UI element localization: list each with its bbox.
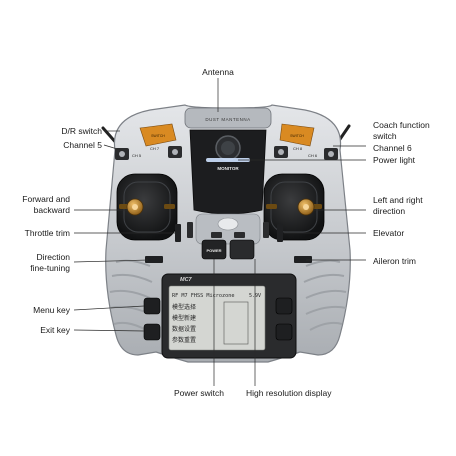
label-aileron-trim: Aileron trim (373, 256, 416, 266)
lcd-line2: 模型选择 (172, 303, 196, 311)
power-button-text: POWER (206, 248, 221, 253)
center-trim-cluster (187, 213, 269, 245)
label-direction-fine-tuning-1: Direction (36, 252, 70, 262)
label-elevator: Elevator (373, 228, 405, 238)
left-plate-text: SWITCH (151, 134, 165, 138)
ch5-switch[interactable] (115, 148, 129, 160)
menu-key (143, 297, 161, 315)
left-switch-plate (139, 123, 177, 147)
ch5-tag: CH 5 (132, 153, 142, 158)
antenna-plate (184, 107, 272, 129)
label-throttle-trim: Throttle trim (24, 228, 70, 238)
power-button[interactable]: POWER (201, 239, 227, 260)
right-stick[interactable] (297, 198, 315, 216)
elevator-trim-switch (277, 224, 283, 242)
label-antenna: Antenna (202, 67, 234, 77)
ch8-tag: CH 8 (293, 146, 303, 151)
antenna-plate-text: DUST MANTENNA (205, 117, 250, 122)
throttle-trim-switch (175, 224, 181, 242)
ch7-tag: CH 7 (150, 146, 160, 151)
label-exit-key: Exit key (40, 325, 70, 335)
label-left-right-direction-1: Left and right (373, 195, 423, 205)
right-grip-ridges (303, 259, 347, 331)
lcd-line5: 参数重置 (172, 336, 196, 344)
label-channel6: Channel 6 (373, 143, 412, 153)
label-menu-key: Menu key (33, 305, 70, 315)
lcd-line4: 数据设置 (172, 325, 196, 333)
power-light (221, 141, 235, 155)
label-power-switch: Power switch (173, 388, 225, 398)
lcd-line1: RF M7 FHSS Microzone (172, 293, 234, 299)
ch8-switch[interactable] (274, 146, 288, 158)
right-lower-key (275, 323, 293, 341)
label-direction-fine-tuning-2: fine-tuning (30, 263, 70, 273)
ch6-switch[interactable] (324, 148, 338, 160)
label-left-right-direction-2: direction (373, 206, 406, 216)
right-upper-key (275, 297, 293, 315)
right-switch-plate (279, 123, 315, 147)
lcd-line3: 模型新建 (172, 314, 196, 322)
left-gimbal (116, 173, 178, 241)
exit-key (143, 323, 161, 341)
ch7-switch[interactable] (168, 146, 182, 158)
right-gimbal (263, 173, 325, 241)
leader-lines (73, 78, 366, 386)
label-forward-backward-1: Forward and (22, 194, 70, 204)
label-coach-function-switch-1: Coach function (373, 120, 430, 130)
label-high-resolution-display: High resolution display (246, 388, 332, 398)
direction-trim-switch (145, 256, 163, 263)
aileron-trim-switch (294, 256, 312, 263)
label-dr-switch: D/R switch (61, 126, 102, 136)
label-forward-backward-2: backward (33, 205, 70, 215)
monitor-label: MONITOR (217, 166, 239, 171)
left-stick[interactable] (126, 198, 144, 216)
label-coach-function-switch-2: switch (373, 131, 397, 141)
ch6-tag: CH 6 (308, 153, 318, 158)
model-badge: MC7 (180, 277, 193, 283)
label-channel5: Channel 5 (63, 140, 102, 150)
label-power-light: Power light (373, 155, 416, 165)
right-plate-text: SWITCH (290, 134, 304, 138)
